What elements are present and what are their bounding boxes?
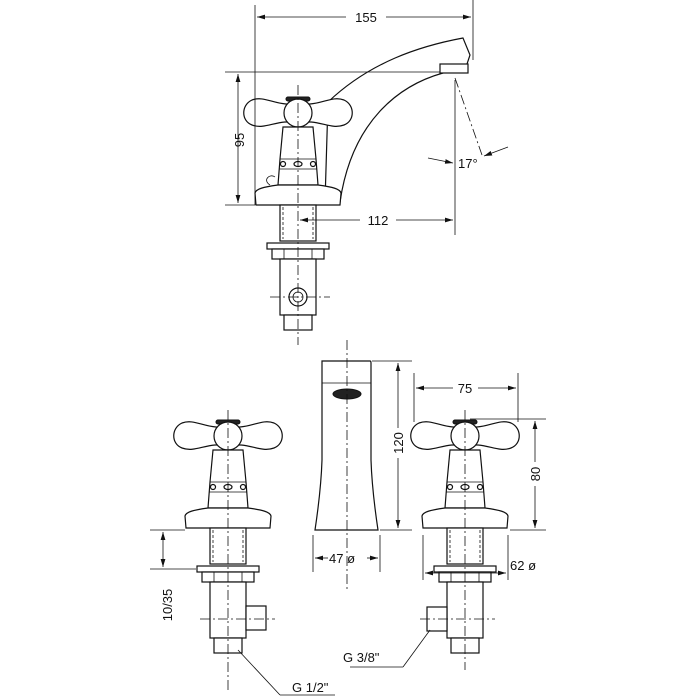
dim-angle-17: 17° [458,156,478,171]
dim-height-95: 95 [232,133,247,147]
dim-spout-diameter-47: 47 ø [329,551,355,566]
left-side-outlet [245,605,267,631]
label-outlet-thread: G 3/8" [343,650,380,665]
dim-reach-112: 112 [368,213,389,228]
dim-flange-diameter-62: 62 ø [510,558,536,573]
front-view-set [173,340,520,690]
screw-icon [266,175,276,186]
label-inlet-thread: G 1/2" [292,680,329,695]
dim-tap-height-80: 80 [528,467,543,481]
spout-front [314,360,379,531]
side-view-faucet [243,37,483,345]
spray-angle-line [454,77,483,156]
dim-spout-height-120: 120 [391,432,406,454]
dimensions-top: 155 95 112 17° [225,0,509,235]
dimensions-bottom: 120 75 80 47 ø 62 ø 10/35 G 1/2" [150,360,546,696]
aerator [439,63,469,74]
dim-deck-thickness: 10/35 [160,589,175,622]
dim-width-155: 155 [355,10,377,25]
dim-handle-width-75: 75 [458,381,472,396]
